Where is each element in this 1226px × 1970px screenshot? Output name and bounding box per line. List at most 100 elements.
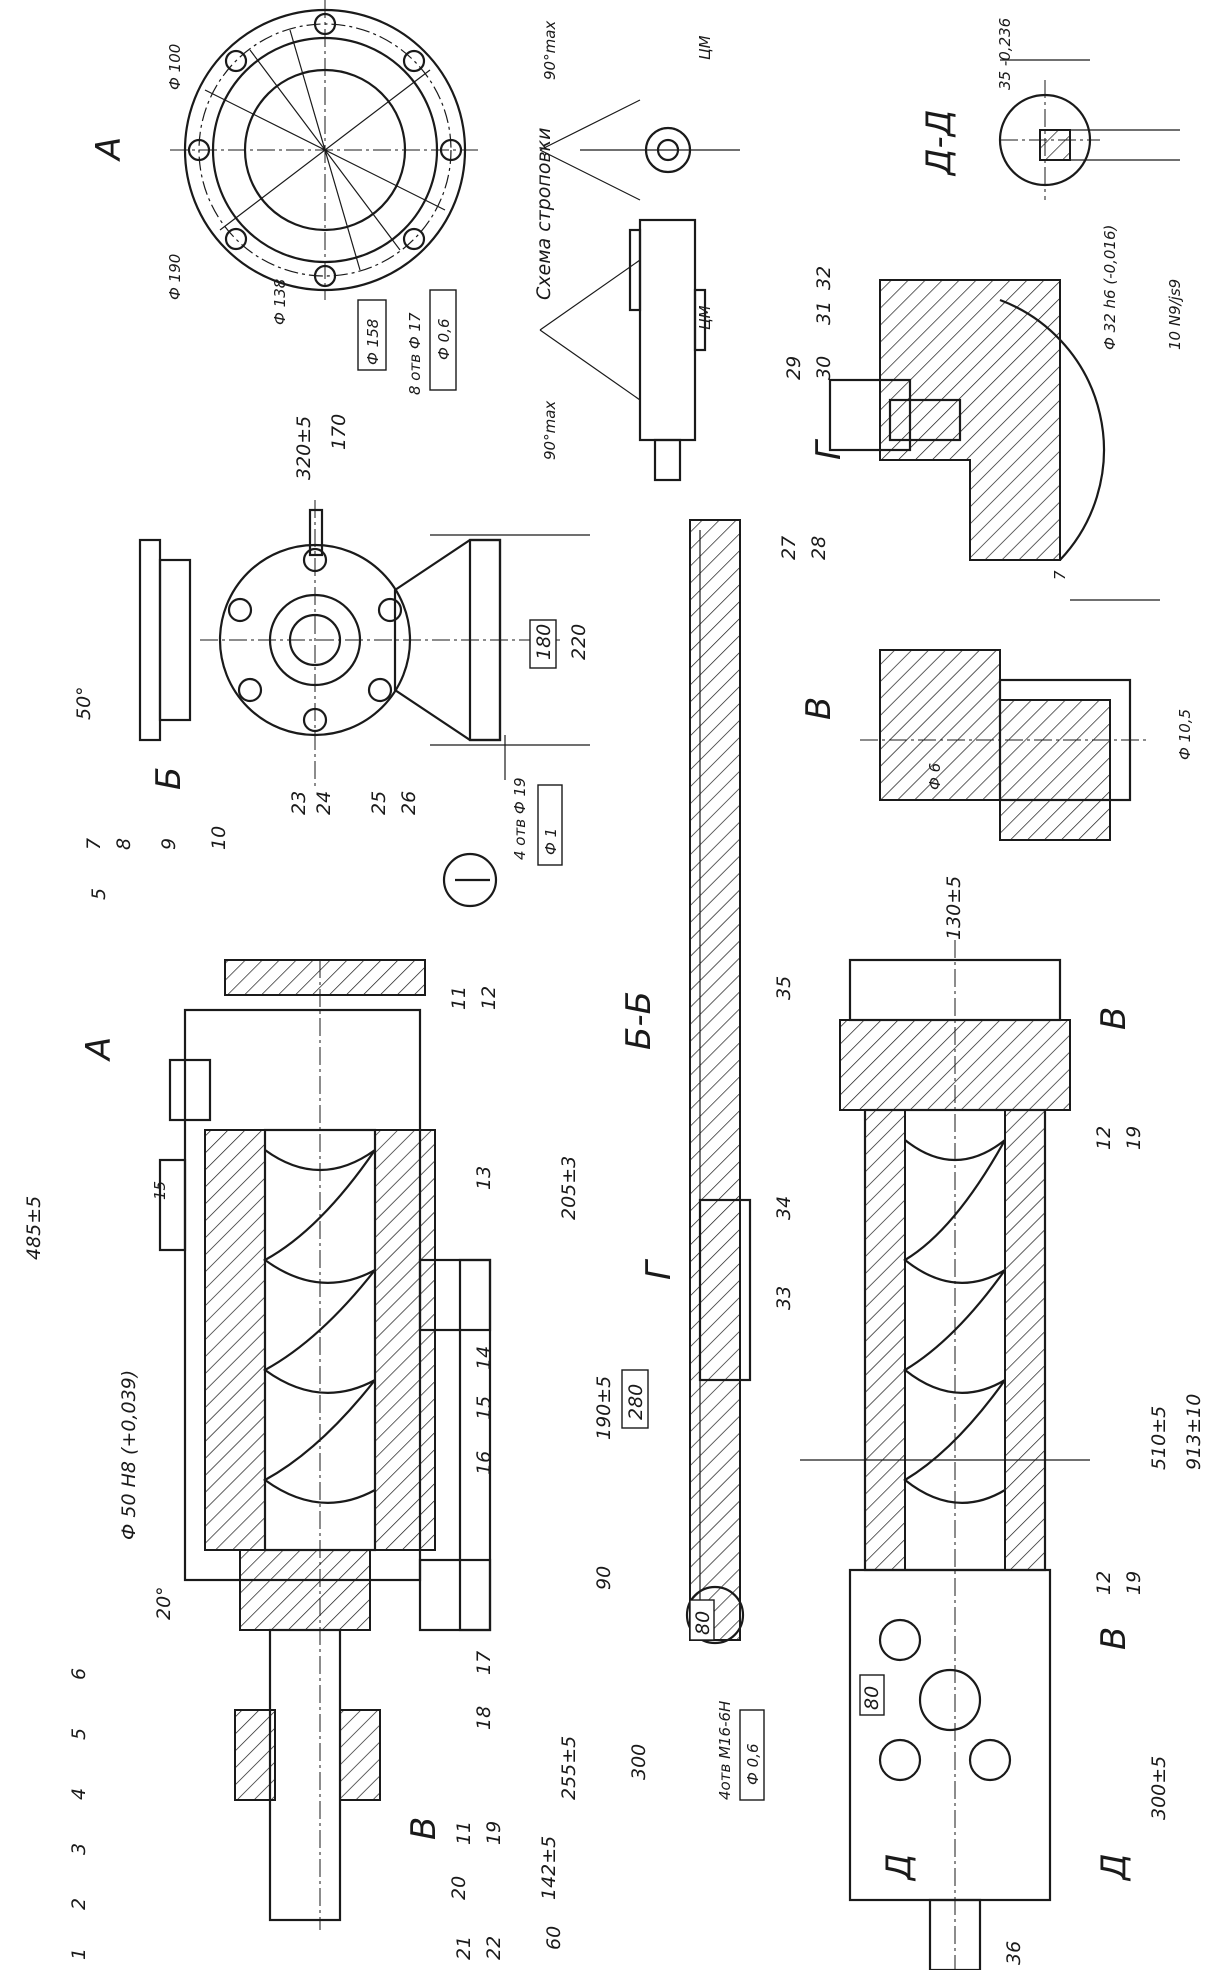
callout-15: 15 (473, 1396, 495, 1420)
callout-6: 6 (68, 1668, 90, 1680)
dim-key10: 10 N9/js9 (1166, 279, 1184, 350)
section-bb (685, 519, 752, 1645)
callout-13: 13 (473, 1166, 495, 1190)
dim-angle20: 20° (153, 1586, 175, 1620)
lower-view (800, 940, 1090, 1970)
callout-17: 17 (473, 1651, 495, 1675)
dim-d50: Ф 50 H8 (+0,039) (118, 1370, 140, 1540)
callout-2: 2 (68, 1898, 90, 1910)
callout-19: 19 (483, 1821, 505, 1845)
callout-23: 23 (288, 791, 310, 815)
dim-220: 220 (568, 624, 590, 660)
callout-28: 28 (808, 536, 830, 560)
view-a-flange (170, 0, 480, 300)
detail-g (828, 279, 1105, 561)
detail-g-label: Г (809, 438, 849, 460)
callout-19-lower-a: 19 (1123, 1126, 1145, 1150)
callout-29: 29 (783, 356, 805, 380)
sling-cm-a: ЦМ (696, 35, 714, 60)
dim-holes16: 4отв М16-6Н (716, 1701, 734, 1800)
tol-frame-19 (537, 784, 563, 866)
callout-30: 30 (813, 356, 835, 380)
callout-3: 3 (68, 1843, 90, 1855)
sling-title: Схема строповки (533, 128, 555, 300)
dim-180-box (529, 619, 557, 669)
callout-31: 31 (813, 301, 835, 325)
callout-33: 33 (773, 1286, 795, 1310)
section-bb-label: Б-Б (619, 991, 659, 1050)
dim-280: 280 (625, 1384, 647, 1420)
callout-12-lower-b: 12 (1093, 1571, 1115, 1595)
detail-g-mark: Г (639, 1258, 679, 1280)
callout-35: 35 (773, 976, 795, 1000)
dim-v105: Ф 10,5 (1176, 709, 1194, 760)
dim-80b-box (859, 1674, 885, 1716)
dim-180: 180 (533, 624, 555, 660)
sling-scheme (539, 99, 740, 482)
sling-angle-a: 90°max (541, 21, 559, 80)
dim-300: 300 (628, 1744, 650, 1780)
callout-1: 1 (68, 1948, 90, 1960)
section-dd-label: Д-Д (919, 110, 959, 177)
callout-7: 7 (83, 838, 105, 850)
dim-80a: 80 (692, 1611, 714, 1635)
callout-34: 34 (773, 1196, 795, 1220)
main-section (158, 959, 492, 1930)
callout-22: 22 (483, 1936, 505, 1960)
dim-80b: 80 (861, 1686, 883, 1710)
detail-v-mark-main: В (404, 1817, 444, 1840)
dim-190: 190±5 (593, 1376, 615, 1440)
callout-10: 10 (208, 826, 230, 850)
ground-symbol (442, 852, 498, 908)
callout-36: 36 (1003, 1941, 1025, 1965)
section-d-mark-a: Д (879, 1853, 919, 1882)
dim-d158-box (357, 299, 387, 371)
callout-18: 18 (473, 1706, 495, 1730)
dim-angle50: 50° (73, 686, 95, 720)
dim-holes17: 8 отв Ф 17 (406, 312, 424, 395)
dim-d190: Ф 190 (166, 254, 184, 300)
dim-v7: 7 (1051, 570, 1069, 580)
dim-320: 320±5 (293, 416, 315, 480)
dim-holes19: 4 отв Ф 19 (511, 777, 529, 860)
dim-130: 130±5 (943, 876, 965, 940)
tol-frame-flange (429, 289, 457, 391)
callout-11: 11 (448, 986, 470, 1010)
callout-27: 27 (778, 536, 800, 560)
detail-v-mark-a: В (1094, 1007, 1134, 1030)
callout-25: 25 (368, 791, 390, 815)
section-b-mark: Б (149, 767, 189, 790)
callout-32: 32 (813, 266, 835, 290)
callout-9: 9 (158, 838, 180, 850)
dim-key32: Ф 32 h6 (-0,016) (1101, 225, 1119, 350)
view-a-mark: А (79, 1037, 119, 1062)
callout-20: 20 (448, 1876, 470, 1900)
detail-v-mark-b: В (1094, 1627, 1134, 1650)
callout-4: 4 (68, 1788, 90, 1800)
section-d-mark-b: Д (1094, 1853, 1134, 1882)
dim-300-lower: 300±5 (1148, 1756, 1170, 1820)
view-a-label: А (89, 137, 129, 162)
tol-flange: Ф 0,6 (435, 318, 453, 360)
dim-d100: Ф 100 (166, 44, 184, 90)
callout-11b: 11 (453, 1821, 475, 1845)
dim-255: 255±5 (558, 1736, 580, 1800)
dim-key35: 35 -0,236 (996, 18, 1014, 90)
dim-v6: Ф 6 (926, 763, 944, 790)
callout-12: 12 (478, 986, 500, 1010)
callout-8: 8 (113, 838, 135, 850)
callout-26: 26 (398, 791, 420, 815)
callout-12-lower-a: 12 (1093, 1126, 1115, 1150)
callout-5: 5 (88, 888, 110, 900)
dim-280-box (621, 1369, 649, 1429)
dim-205: 205±3 (558, 1156, 580, 1220)
end-view (138, 500, 590, 790)
sling-angle-b: 90°max (541, 401, 559, 460)
callout-24: 24 (313, 791, 335, 815)
dim-15: 15 (151, 1181, 169, 1200)
dim-913: 913±10 (1183, 1394, 1205, 1470)
dim-d158: Ф 158 (364, 319, 382, 365)
callout-5b: 5 (68, 1728, 90, 1740)
